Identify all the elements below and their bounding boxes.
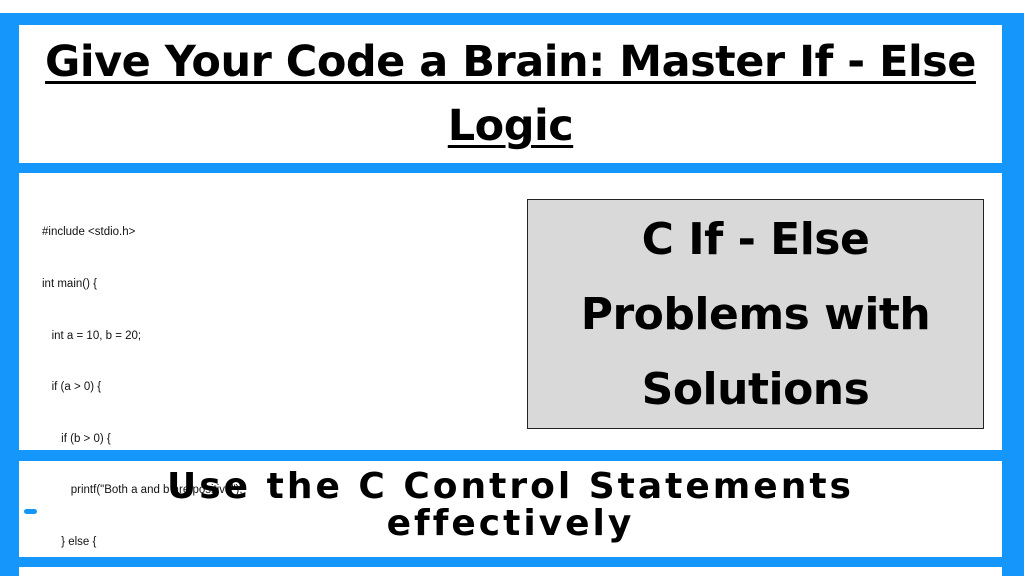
code-line: int a = 10, b = 20; <box>42 329 142 342</box>
callout-box: C If - Else Problems with Solutions <box>527 199 984 429</box>
title-line-1: Give Your Code a Brain: Master If - Else <box>45 37 976 87</box>
code-line: if (a > 0) { <box>42 381 102 394</box>
callout-line-3: Solutions <box>641 363 870 415</box>
divider-lower <box>0 450 1024 461</box>
subtitle-line-2: effectively <box>386 503 635 544</box>
divider-upper <box>0 163 1024 173</box>
frame-top-bar <box>0 13 1024 25</box>
code-line: } else { <box>42 536 97 549</box>
decorative-dash <box>24 509 37 514</box>
callout-line-2: Problems with <box>580 288 931 340</box>
subtitle: Use the C Control Statements effectively <box>19 468 1002 542</box>
code-sample: #include <stdio.h> int main() { int a = … <box>42 190 243 576</box>
code-line: int main() { <box>42 278 97 291</box>
code-line: printf("Both a and b are positive"); <box>42 484 243 497</box>
code-line: #include <stdio.h> <box>42 226 136 239</box>
subtitle-line-1: Use the C Control Statements <box>167 466 854 507</box>
code-line: if (b > 0) { <box>42 432 111 445</box>
frame-right-bar <box>1002 13 1024 576</box>
frame-left-bar <box>0 13 19 576</box>
frame-bottom-bar <box>0 557 1024 567</box>
callout-line-1: C If - Else <box>641 213 870 265</box>
title-line-2: Logic <box>447 101 574 151</box>
page-title: Give Your Code a Brain: Master If - Else… <box>19 25 1002 163</box>
